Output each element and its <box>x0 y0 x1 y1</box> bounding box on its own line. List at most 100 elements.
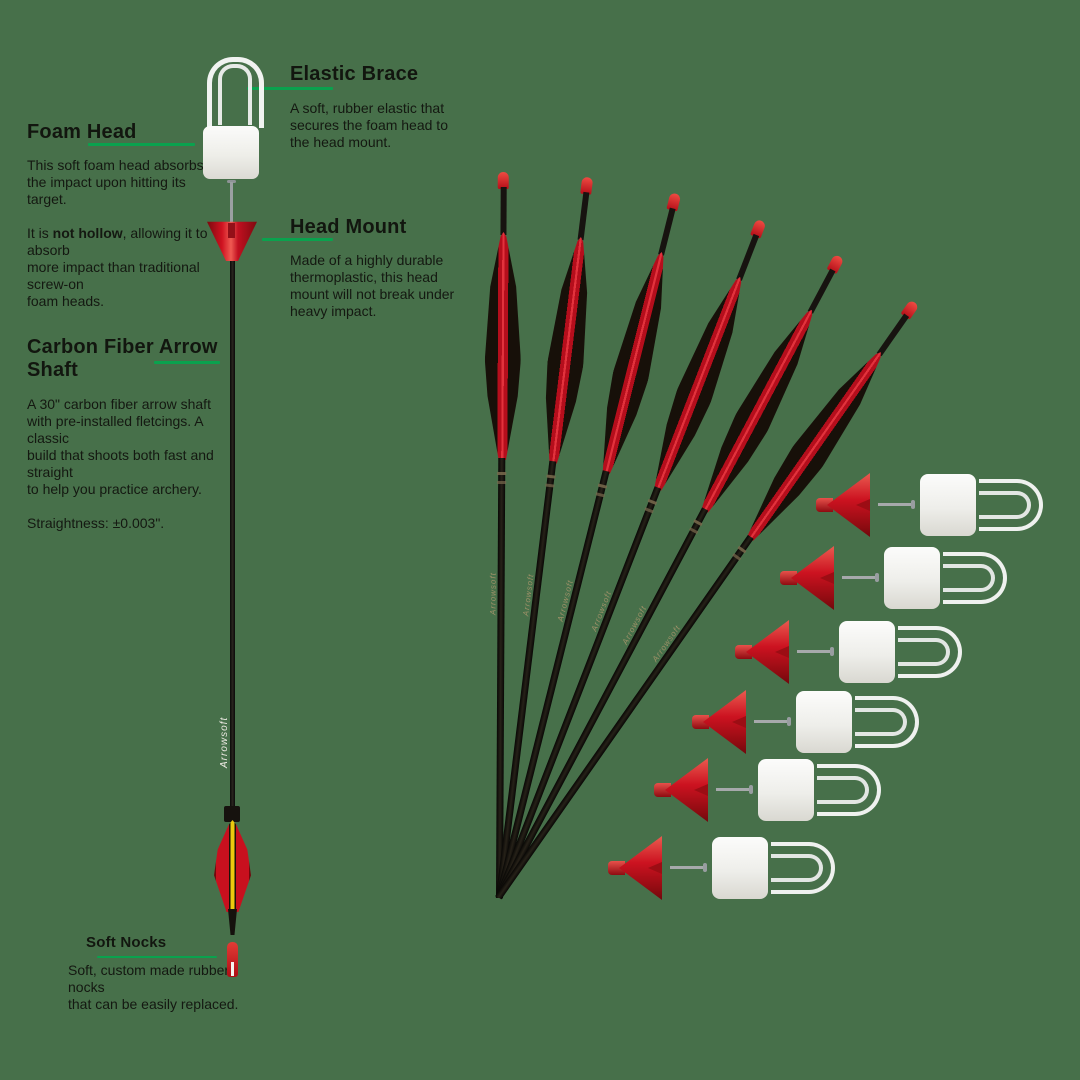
head-mount-post-icon <box>228 223 235 238</box>
shaft-tail-icon <box>228 909 237 935</box>
foam-head-icon <box>920 474 976 536</box>
fletching-icon <box>484 232 521 460</box>
fletching-collar-icon <box>224 806 240 822</box>
elastic-brace-icon <box>771 842 841 894</box>
head-mount-icon <box>816 473 870 537</box>
foam-head-icon <box>712 837 768 899</box>
foam-head-p2-prefix: It is <box>27 225 53 241</box>
shaft-top-icon <box>658 207 676 256</box>
shaft-top-icon <box>736 233 760 281</box>
annotation-foam-head: Foam Head This soft foam head absorbs th… <box>27 121 257 310</box>
shaft-top-icon <box>876 313 910 357</box>
mounting-pin-icon <box>878 503 912 506</box>
mounting-pin-icon <box>797 650 831 653</box>
shaft-top-icon <box>500 186 507 236</box>
mounting-pin-icon <box>842 576 876 579</box>
carbon-shaft-icon <box>230 261 235 809</box>
mounting-pin-icon <box>230 182 233 222</box>
shaft-socket-icon <box>780 571 797 585</box>
head-kit-6 <box>608 830 840 906</box>
annotation-head-mount: Head Mount Made of a highly durable ther… <box>290 216 520 320</box>
elastic-inner-loop-icon <box>855 708 907 736</box>
elastic-brace-icon <box>898 626 968 678</box>
foam-head-paragraph-1: This soft foam head absorbs the impact u… <box>27 157 204 207</box>
elastic-inner-loop-icon <box>979 491 1031 519</box>
shaft-socket-icon <box>816 498 833 512</box>
carbon-shaft-body: A 30" carbon fiber arrow shaft with pre-… <box>27 396 214 497</box>
elastic-brace-icon <box>855 696 925 748</box>
mounting-pin-head-icon <box>875 573 879 582</box>
shaft-band-icon <box>497 480 507 485</box>
carbon-shaft-spec: Straightness: ±0.003". <box>27 515 165 531</box>
head-kit-1 <box>816 467 1048 543</box>
elastic-outer-loop-icon <box>771 842 835 894</box>
elastic-outer-loop-icon <box>979 479 1043 531</box>
mounting-pin-head-icon <box>830 647 834 656</box>
elastic-outer-loop-icon <box>943 552 1007 604</box>
soft-nocks-title: Soft Nocks <box>86 934 167 951</box>
mounting-pin-head-icon <box>911 500 915 509</box>
soft-nock-icon <box>227 942 238 977</box>
elastic-inner-loop-icon <box>817 776 869 804</box>
mounting-pin-head-icon <box>703 863 707 872</box>
carbon-shaft-title: Carbon Fiber Arrow Shaft <box>27 336 218 381</box>
foam-head-icon <box>203 126 259 179</box>
elastic-brace-icon <box>979 479 1049 531</box>
shaft-brand-script: Arrowsoft <box>488 572 498 616</box>
head-mount-underline <box>262 238 333 241</box>
elastic-inner-loop-icon <box>898 638 950 666</box>
elastic-inner-loop-icon <box>943 564 995 592</box>
head-mount-icon <box>654 758 708 822</box>
annotation-soft-nocks: Soft Nocks Soft, custom made rubber nock… <box>68 934 298 1013</box>
head-kit-5 <box>654 752 886 828</box>
head-kit-3 <box>735 614 967 690</box>
elastic-brace-title: Elastic Brace <box>290 63 419 85</box>
elastic-outer-loop-icon <box>817 764 881 816</box>
mounting-pin-icon <box>754 720 788 723</box>
head-mount-icon <box>735 620 789 684</box>
fletching-icon <box>214 820 251 912</box>
shaft-top-icon <box>807 268 836 314</box>
elastic-brace-icon <box>207 57 264 128</box>
soft-nock-slit-icon <box>231 962 234 976</box>
annotation-carbon-shaft: Carbon Fiber Arrow Shaft A 30" carbon fi… <box>27 336 267 532</box>
head-kit-2 <box>780 540 1012 616</box>
shaft-band-icon <box>497 471 507 476</box>
foam-head-p2-bold: not hollow <box>52 225 123 241</box>
fletching-icon <box>535 235 599 466</box>
foam-head-icon <box>884 547 940 609</box>
elastic-brace-body: A soft, rubber elastic that secures the … <box>290 100 448 150</box>
elastic-brace-inner-loop-icon <box>218 64 252 125</box>
shaft-socket-icon <box>735 645 752 659</box>
elastic-outer-loop-icon <box>855 696 919 748</box>
head-mount-body: Made of a highly durable thermoplastic, … <box>290 252 455 319</box>
elastic-outer-loop-icon <box>898 626 962 678</box>
shaft-socket-icon <box>608 861 625 875</box>
head-mount-icon <box>692 690 746 754</box>
foam-head-icon <box>839 621 895 683</box>
mounting-pin-icon <box>670 866 704 869</box>
foam-head-icon <box>796 691 852 753</box>
foam-head-paragraph-2: It is not hollow, allowing it to absorb … <box>27 225 257 310</box>
carbon-shaft-underline <box>154 361 220 364</box>
elastic-brace-icon <box>943 552 1013 604</box>
head-mount-icon <box>780 546 834 610</box>
foam-head-icon <box>758 759 814 821</box>
foam-head-underline <box>88 143 195 146</box>
mounting-pin-icon <box>716 788 750 791</box>
shaft-top-icon <box>577 191 590 241</box>
annotation-elastic-brace: Elastic Brace A soft, rubber elastic tha… <box>290 63 520 151</box>
foam-head-title: Foam Head <box>27 121 137 143</box>
mounting-pin-head-icon <box>227 180 236 183</box>
foam-head-p2-suffix: , allowing it to absorb more impact than… <box>27 225 208 309</box>
soft-nocks-body: Soft, custom made rubber nocks that can … <box>68 962 239 1012</box>
shaft-socket-icon <box>692 715 709 729</box>
shaft-brand-script: Arrowsoft <box>219 716 230 768</box>
head-kit-4 <box>692 684 924 760</box>
shaft-socket-icon <box>654 783 671 797</box>
elastic-brace-icon <box>817 764 887 816</box>
mounting-pin-head-icon <box>749 785 753 794</box>
elastic-brace-underline <box>247 87 333 90</box>
soft-nocks-underline <box>97 956 217 958</box>
